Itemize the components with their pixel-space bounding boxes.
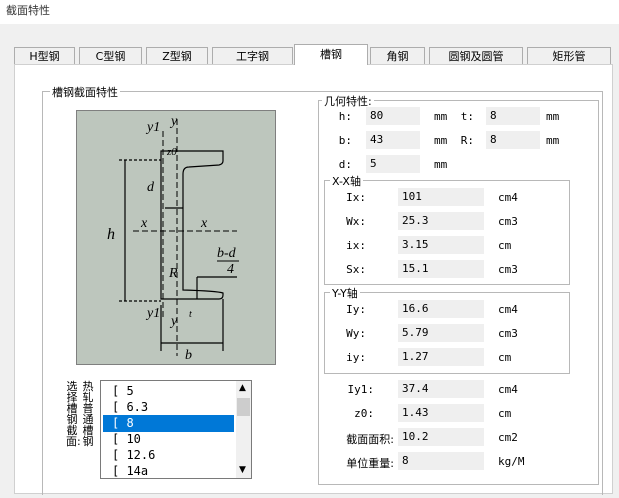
R-value: 8 [486,131,540,149]
tab-rect-tube[interactable]: 矩形管 [527,47,611,64]
tab-z-steel[interactable]: Z型钢 [146,47,208,64]
Iy-label: Iy: [346,303,366,316]
weight-value: 8 [398,452,484,470]
weight-unit: kg/M [498,455,525,468]
z0-unit: cm [498,407,512,420]
ix-value: 3.15 [398,236,484,254]
weight-label: 单位重量: [346,457,394,470]
tab-h-steel[interactable]: H型钢 [14,47,75,64]
label-b: b [185,348,192,363]
area-unit: cm2 [498,431,518,444]
scroll-down-icon[interactable]: ▼ [239,465,246,475]
xx-axis-group [324,180,570,285]
t-unit: mm [546,110,560,123]
list-item[interactable]: [ 5 [112,384,134,398]
list-item[interactable]: [ 14a [112,464,149,478]
Sx-unit: cm3 [498,263,518,276]
section-listbox[interactable]: [ 5 [ 6.3 [ 8 [ 10 [ 12.6 [ 14a ▲ ▼ [100,380,252,479]
t-value: 8 [486,107,540,125]
label-R: R [168,266,178,281]
yy-axis-group [324,292,570,374]
Ix-unit: cm4 [498,191,518,204]
b-unit: mm [434,134,448,147]
list-item[interactable]: [ 6.3 [112,400,149,414]
Wx-value: 25.3 [398,212,484,230]
Wy-unit: cm3 [498,327,518,340]
t-label: t: [460,110,474,123]
h-value: 80 [366,107,420,125]
Iy1-label: Iy1: [347,383,375,396]
xx-axis-title: X-X轴 [330,173,363,189]
list-item-selected[interactable]: [ 8 [103,415,234,432]
geometry-title: 几何特性: [322,93,374,109]
R-unit: mm [546,134,560,147]
select-section-label: 选择槽钢截面: [66,380,81,448]
tab-channel-steel[interactable]: 槽钢 [294,44,368,65]
scroll-up-icon[interactable]: ▲ [239,383,246,393]
tab-i-beam[interactable]: 工字钢 [212,47,293,64]
R-label: R: [460,134,474,147]
window-title: 截面特性 [6,4,50,17]
list-item[interactable]: [ 10 [112,432,141,446]
area-label: 截面面积: [346,433,394,446]
channel-section-diagram: y1 y z0 d x x h R b-d 4 t y1 y b [76,110,276,365]
h-unit: mm [434,110,448,123]
channel-properties-group [42,91,603,495]
b-value: 43 [366,131,420,149]
channel-properties-title: 槽钢截面特性 [50,84,120,100]
label-t: t [189,309,192,320]
label-h: h [107,226,115,243]
d-value: 5 [366,155,420,173]
hot-rolled-channel-label: 热轧普通槽钢 [82,380,94,448]
label-y1-top: y1 [145,120,160,135]
Iy1-value: 37.4 [398,380,484,398]
d-unit: mm [434,158,448,171]
Sx-value: 15.1 [398,260,484,278]
Sx-label: Sx: [346,263,366,276]
ix-label: ix: [346,239,366,252]
list-item[interactable]: [ 12.6 [112,448,156,462]
label-d: d [147,180,155,195]
z0-value: 1.43 [398,404,484,422]
b-label: b: [338,134,352,147]
label-y1-bottom: y1 [145,306,160,321]
tab-c-steel[interactable]: C型钢 [79,47,142,64]
ix-unit: cm [498,239,512,252]
scrollbar-thumb[interactable] [237,398,250,416]
iy-label: iy: [346,351,366,364]
geometry-group [318,100,599,485]
area-value: 10.2 [398,428,484,446]
title-bar: 截面特性 [0,0,619,24]
iy-unit: cm [498,351,512,364]
Wy-label: Wy: [346,327,366,340]
listbox-scrollbar[interactable]: ▲ ▼ [236,381,251,478]
d-label: d: [338,158,352,171]
label-y-top: y [169,114,178,129]
label-x-left: x [140,216,148,231]
label-b-minus-d: b-d [217,246,237,261]
Wy-value: 5.79 [398,324,484,342]
yy-axis-title: Y-Y轴 [330,285,360,301]
Ix-label: Ix: [346,191,366,204]
label-four: 4 [227,262,234,277]
tab-angle-steel[interactable]: 角钢 [370,47,425,64]
label-y-bottom: y [169,314,178,329]
Ix-value: 101 [398,188,484,206]
iy-value: 1.27 [398,348,484,366]
label-z0: z0 [166,146,177,158]
z0-label: z0: [354,407,374,420]
label-x-right: x [200,216,208,231]
Iy-unit: cm4 [498,303,518,316]
Iy1-unit: cm4 [498,383,518,396]
h-label: h: [338,110,352,123]
Wx-unit: cm3 [498,215,518,228]
Wx-label: Wx: [346,215,366,228]
tab-round-steel-tube[interactable]: 圆钢及圆管 [429,47,523,64]
Iy-value: 16.6 [398,300,484,318]
